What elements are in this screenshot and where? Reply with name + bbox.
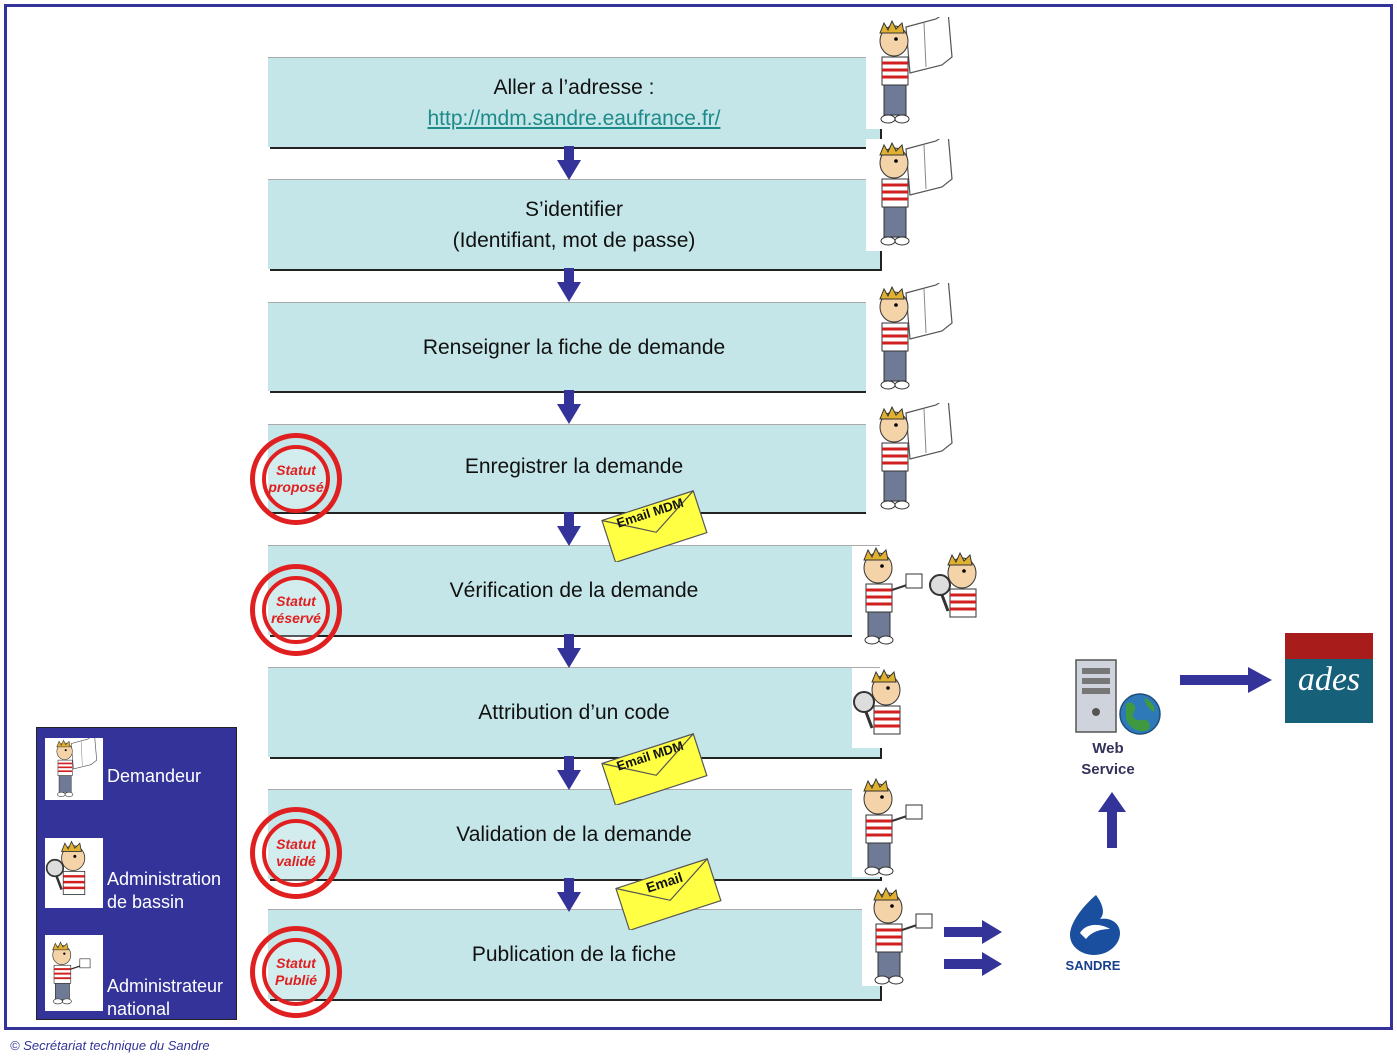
step-text: Validation de la demande — [456, 823, 692, 846]
email-envelope-icon: Email MDM — [601, 490, 708, 562]
admin-bassin-legend-icon — [45, 838, 103, 908]
arrow-down-icon — [557, 512, 581, 546]
stamp-status: Publié — [274, 972, 317, 988]
email-envelope-icon: Email MDM — [601, 733, 708, 805]
step-text: Aller a l’adresse : — [493, 75, 655, 99]
step-text: Enregistrer la demande — [464, 455, 684, 478]
arrow-down-icon — [557, 268, 581, 302]
step-text: Renseigner la fiche de demande — [422, 335, 726, 359]
step-identifier: S’identifier (Identifiant, mot de passe) — [268, 179, 880, 269]
web-service-server-icon — [1075, 659, 1161, 735]
arrow-right-icon — [944, 920, 1002, 944]
email-envelope-icon: Email — [615, 858, 722, 930]
arrow-down-icon — [557, 878, 581, 912]
stamp-label: Statut — [276, 593, 316, 609]
step-text: Attribution d’un code — [478, 701, 670, 724]
legend-admin-bassin-line2: de bassin — [107, 892, 185, 912]
step-aller-adresse: Aller a l’adresse : http://mdm.sandre.ea… — [268, 57, 880, 147]
admin-national-person-icon — [862, 886, 952, 986]
demandeur-person-icon — [866, 17, 956, 129]
stamp-status: proposé — [268, 479, 324, 495]
step-attribution: Attribution d’un code — [268, 667, 880, 757]
arrow-down-icon — [557, 756, 581, 790]
ades-logo-text: ades — [1297, 661, 1361, 698]
diagram-frame — [4, 4, 1393, 1030]
demandeur-person-icon — [866, 403, 956, 515]
admin-bassin-person-icon — [928, 551, 998, 631]
footer-copyright: © Secrétariat technique du Sandre — [10, 1038, 210, 1053]
demandeur-person-icon — [866, 139, 956, 251]
web-service-label-line2: Service — [1081, 761, 1135, 778]
step-text: Publication de la fiche — [471, 943, 677, 966]
step-subtext: (Identifiant, mot de passe) — [452, 228, 696, 252]
legend-admin-national-line2: national — [107, 999, 171, 1019]
arrow-right-icon — [944, 952, 1002, 976]
web-service-label: Web Service — [1075, 738, 1141, 780]
admin-national-person-icon — [852, 777, 942, 877]
arrow-down-icon — [557, 634, 581, 668]
legend-box: Demandeur Administration de bassin Admin… — [36, 727, 237, 1020]
stamp-label: Statut — [276, 955, 316, 971]
arrow-down-icon — [557, 146, 581, 180]
stamp-status: validé — [276, 853, 316, 869]
step-verification: Vérification de la demande — [268, 545, 880, 635]
demandeur-person-icon — [866, 283, 956, 395]
step-renseigner: Renseigner la fiche de demande — [268, 302, 880, 391]
legend-admin-national-line1: Administrateur — [107, 976, 224, 996]
admin-bassin-person-icon — [852, 668, 922, 748]
step-text: S’identifier — [524, 197, 624, 221]
step-validation: Validation de la demande — [268, 789, 880, 879]
mdm-link[interactable]: http://mdm.sandre.eaufrance.fr/ — [427, 106, 721, 130]
web-service-label-line1: Web — [1092, 740, 1124, 757]
step-enregistrer: Enregistrer la demande — [268, 424, 880, 512]
admin-national-legend-icon — [45, 935, 103, 1011]
step-text: Vérification de la demande — [449, 579, 699, 602]
legend-demandeur: Demandeur — [107, 766, 202, 786]
stamp-status: réservé — [271, 610, 321, 626]
arrow-right-icon — [1180, 667, 1272, 693]
arrow-up-icon — [1098, 792, 1126, 848]
stamp-label: Statut — [276, 836, 316, 852]
ades-logo-band — [1285, 633, 1373, 659]
arrow-down-icon — [557, 390, 581, 424]
ades-logo: ades — [1285, 633, 1373, 723]
sandre-label: SANDRE — [1065, 958, 1121, 973]
demandeur-legend-icon — [45, 738, 103, 800]
legend-admin-bassin-line1: Administration — [107, 869, 222, 889]
stamp-label: Statut — [276, 462, 316, 478]
sandre-logo-icon — [1070, 895, 1120, 955]
step-publication: Publication de la fiche — [268, 909, 880, 999]
